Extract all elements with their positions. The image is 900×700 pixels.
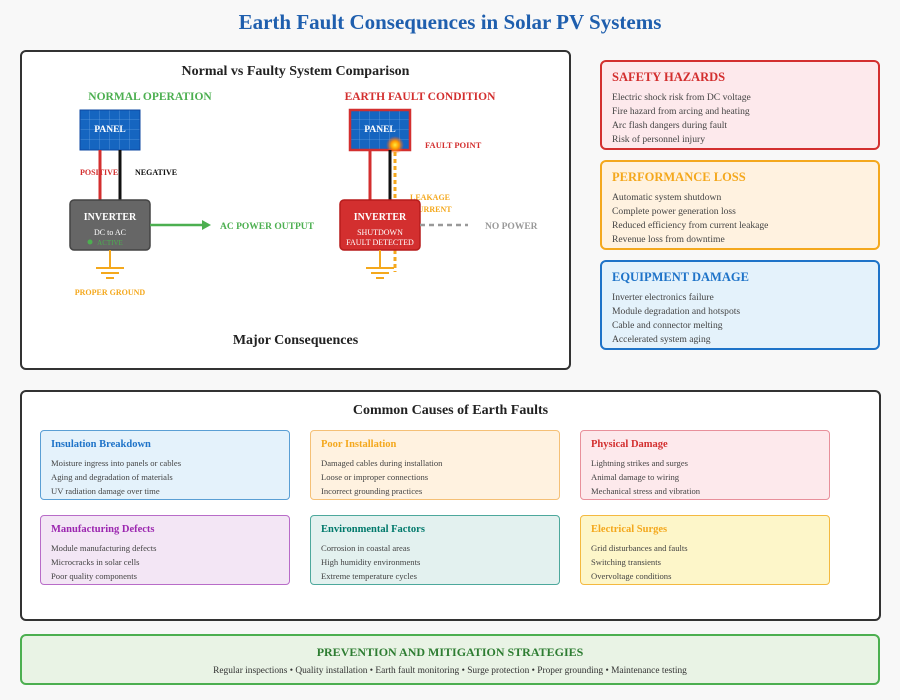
cause-title: Poor Installation (321, 439, 397, 450)
list-item: Moisture ingress into panels or cables (51, 458, 182, 468)
list-item: Mechanical stress and vibration (591, 486, 701, 496)
fault-point-label: FAULT POINT (425, 140, 482, 150)
cause-card-installation: Poor Installation Damaged cables during … (310, 430, 560, 500)
list-item: UV radiation damage over time (51, 486, 160, 496)
fault-ground-icon (366, 250, 394, 279)
list-item: Reduced efficiency from current leakage (612, 220, 769, 231)
cause-card-manufacturing: Manufacturing Defects Module manufacturi… (40, 515, 290, 585)
list-item: Complete power generation loss (612, 206, 736, 217)
normal-inverter-sub: DC to AC (94, 228, 126, 237)
cause-title: Electrical Surges (591, 524, 668, 535)
normal-panel-label: PANEL (94, 125, 126, 135)
fault-point-glow-icon (386, 136, 404, 154)
list-item: Switching transients (591, 557, 661, 567)
equipment-damage-title: EQUIPMENT DAMAGE (612, 270, 749, 284)
fault-heading: EARTH FAULT CONDITION (345, 91, 497, 103)
fault-inverter-sub2: FAULT DETECTED (346, 238, 414, 247)
major-consequences-label: Major Consequences (232, 333, 359, 348)
list-item: Incorrect grounding practices (321, 486, 423, 496)
cause-title: Physical Damage (591, 439, 668, 450)
cause-title: Environmental Factors (321, 524, 425, 535)
list-item: Aging and degradation of materials (51, 472, 173, 482)
page-title: Earth Fault Consequences in Solar PV Sys… (238, 10, 662, 34)
cause-card-surges: Electrical Surges Grid disturbances and … (580, 515, 830, 585)
causes-title: Common Causes of Earth Faults (352, 403, 549, 418)
proper-ground-label: PROPER GROUND (75, 288, 146, 297)
list-item: Lightning strikes and surges (591, 458, 688, 468)
list-item: Microcracks in solar cells (51, 557, 140, 567)
list-item: Damaged cables during installation (321, 458, 443, 468)
normal-inverter-label: INVERTER (84, 212, 137, 223)
list-item: Corrosion in coastal areas (321, 543, 411, 553)
fault-panel-label: PANEL (364, 125, 396, 135)
safety-hazards-card: SAFETY HAZARDS Electric shock risk from … (600, 60, 880, 150)
list-item: Arc flash dangers during fault (612, 120, 728, 131)
positive-label: POSITIVE (80, 168, 118, 177)
normal-solar-panel: PANEL (79, 109, 141, 151)
normal-heading: NORMAL OPERATION (88, 91, 212, 103)
causes-box: Common Causes of Earth Faults (20, 390, 881, 621)
no-power-label: NO POWER (485, 222, 538, 232)
list-item: Grid disturbances and faults (591, 543, 688, 553)
list-item: Fire hazard from arcing and heating (612, 106, 750, 117)
list-item: Cable and connector melting (612, 320, 723, 331)
fault-inverter: INVERTER SHUTDOWN FAULT DETECTED (339, 199, 421, 251)
prevention-title: PREVENTION AND MITIGATION STRATEGIES (316, 645, 584, 659)
list-item: Risk of personnel injury (612, 134, 705, 145)
cause-card-environmental: Environmental Factors Corrosion in coast… (310, 515, 560, 585)
normal-inverter-status: ACTIVE (97, 239, 123, 247)
cause-title: Manufacturing Defects (51, 524, 155, 535)
ac-output-label: AC POWER OUTPUT (220, 222, 315, 232)
list-item: Revenue loss from downtime (612, 234, 725, 245)
cause-card-insulation: Insulation Breakdown Moisture ingress in… (40, 430, 290, 500)
safety-hazards-title: SAFETY HAZARDS (612, 70, 726, 84)
performance-loss-title: PERFORMANCE LOSS (612, 170, 746, 184)
normal-inverter: INVERTER DC to AC ACTIVE (69, 199, 151, 251)
equipment-damage-card: EQUIPMENT DAMAGE Inverter electronics fa… (600, 260, 880, 350)
fault-inverter-sub1: SHUTDOWN (357, 228, 403, 237)
ac-output-arrow-icon (150, 220, 211, 230)
active-indicator-icon (87, 239, 93, 245)
list-item: Automatic system shutdown (612, 192, 722, 203)
leakage-label-line2: CURRENT (412, 205, 452, 214)
list-item: Module manufacturing defects (51, 543, 157, 553)
leakage-label-line1: LEAKAGE (410, 193, 450, 202)
fault-inverter-label: INVERTER (354, 212, 407, 223)
list-item: Module degradation and hotspots (612, 306, 741, 317)
normal-ground-icon (96, 250, 124, 279)
list-item: High humidity environments (321, 557, 421, 567)
comparison-title: Normal vs Faulty System Comparison (181, 64, 410, 79)
cause-title: Insulation Breakdown (51, 439, 151, 450)
performance-loss-card: PERFORMANCE LOSS Automatic system shutdo… (600, 160, 880, 250)
prevention-box: PREVENTION AND MITIGATION STRATEGIES Reg… (20, 634, 880, 685)
list-item: Loose or improper connections (321, 472, 429, 482)
list-item: Animal damage to wiring (591, 472, 680, 482)
list-item: Poor quality components (51, 571, 137, 581)
cause-card-physical: Physical Damage Lightning strikes and su… (580, 430, 830, 500)
list-item: Accelerated system aging (612, 334, 711, 345)
prevention-strategies: Regular inspections • Quality installati… (213, 666, 687, 676)
negative-label: NEGATIVE (135, 168, 177, 177)
list-item: Electric shock risk from DC voltage (612, 92, 751, 103)
list-item: Overvoltage conditions (591, 571, 672, 581)
list-item: Inverter electronics failure (612, 292, 714, 303)
list-item: Extreme temperature cycles (321, 571, 417, 581)
